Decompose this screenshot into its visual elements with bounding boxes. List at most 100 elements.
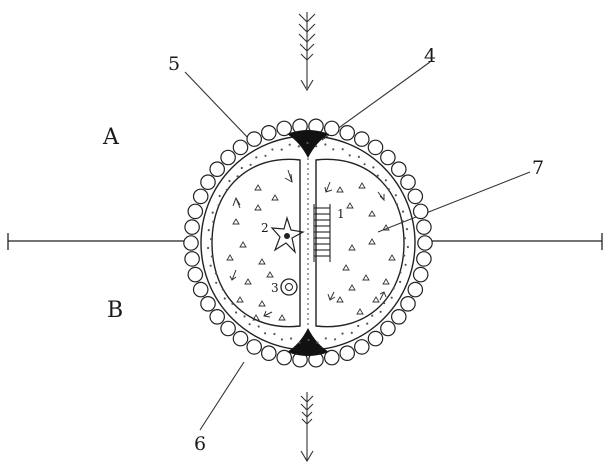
ring-cell	[414, 267, 428, 281]
triangle-particle	[337, 297, 343, 302]
bottom-arrow-icon	[301, 392, 313, 461]
granule	[231, 303, 233, 305]
granule	[372, 166, 374, 168]
granule	[208, 229, 210, 231]
triangle-particle	[363, 275, 369, 280]
ring-cell	[210, 310, 224, 324]
triangle-particle	[347, 203, 353, 208]
ring-cell	[188, 204, 202, 218]
ring-cell	[381, 150, 395, 164]
star-structure	[272, 218, 303, 252]
ring-cell	[247, 340, 261, 354]
ring-cell	[340, 126, 354, 140]
ring-cell	[185, 220, 199, 234]
granule	[388, 188, 390, 190]
granule	[281, 149, 283, 151]
ring-cell	[408, 189, 422, 203]
ring-cell	[368, 331, 382, 345]
granule	[237, 175, 239, 177]
triangle-particle	[389, 255, 395, 260]
granule	[325, 337, 327, 339]
granule	[290, 337, 292, 339]
granule	[407, 246, 409, 248]
triangle-particle	[373, 297, 379, 302]
granule	[264, 332, 266, 334]
triangle-particle	[255, 185, 261, 190]
granule	[215, 272, 217, 274]
granule	[399, 271, 401, 273]
triangle-particle	[245, 279, 251, 284]
triangle-particle	[267, 272, 273, 277]
ring-structure	[281, 279, 297, 295]
granule	[281, 338, 283, 340]
triangle-particle	[233, 219, 239, 224]
ring-cell	[401, 175, 415, 189]
granule	[349, 154, 351, 156]
granule	[357, 325, 359, 327]
granule	[334, 338, 336, 340]
callout-7: 7	[532, 157, 544, 179]
granule	[241, 167, 243, 169]
ring-cell	[210, 162, 224, 176]
triangle-particle	[369, 239, 375, 244]
triangle-particle	[253, 315, 259, 320]
granule	[289, 144, 291, 146]
ring-cell	[414, 204, 428, 218]
triangle-particle	[240, 242, 246, 247]
triangle-particle	[255, 205, 261, 210]
ring-cell	[418, 236, 432, 250]
granule	[341, 333, 343, 335]
ring-cell	[185, 252, 199, 266]
granule	[243, 315, 245, 317]
granule	[307, 339, 309, 341]
triangle-particle	[259, 259, 265, 264]
granule	[249, 323, 251, 325]
triangle-particle	[383, 279, 389, 284]
granule	[298, 145, 300, 147]
granule	[219, 195, 221, 197]
granule	[258, 325, 260, 327]
triangle-particle	[259, 301, 265, 306]
triangle-particle	[357, 309, 363, 314]
granule	[399, 281, 401, 283]
ring-cell	[355, 132, 369, 146]
granule	[264, 155, 266, 157]
granule	[366, 323, 368, 325]
granule	[324, 143, 326, 145]
triangle-particles	[227, 183, 395, 320]
granule	[385, 179, 387, 181]
ring-cell	[184, 236, 198, 250]
ring-cell	[408, 282, 422, 296]
granule	[396, 203, 398, 205]
top-arrow-icon	[299, 12, 315, 90]
granule	[351, 332, 353, 334]
granule	[391, 297, 393, 299]
ring-cell	[401, 297, 415, 311]
ring-cell	[368, 140, 382, 154]
granule	[403, 255, 405, 257]
granule	[406, 228, 408, 230]
granule	[210, 238, 212, 240]
triangle-particle	[337, 187, 343, 192]
triangle-particle	[369, 211, 375, 216]
ring-cell	[201, 297, 215, 311]
ring-cell	[262, 346, 276, 360]
triangle-particle	[279, 315, 285, 320]
ring-cell	[221, 150, 235, 164]
granule	[298, 342, 300, 344]
triangle-particle	[237, 297, 243, 302]
triangle-particle	[343, 265, 349, 270]
granule	[383, 302, 385, 304]
granule	[405, 264, 407, 266]
granule	[212, 212, 214, 214]
ring-cell	[417, 252, 431, 266]
granule	[218, 204, 220, 206]
granule	[306, 142, 308, 144]
callout-3: 3	[271, 281, 279, 295]
callout-6: 6	[194, 433, 206, 455]
callout-5: 5	[168, 53, 180, 75]
granule	[358, 156, 360, 158]
granule	[226, 189, 228, 191]
ring-cell	[417, 220, 431, 234]
